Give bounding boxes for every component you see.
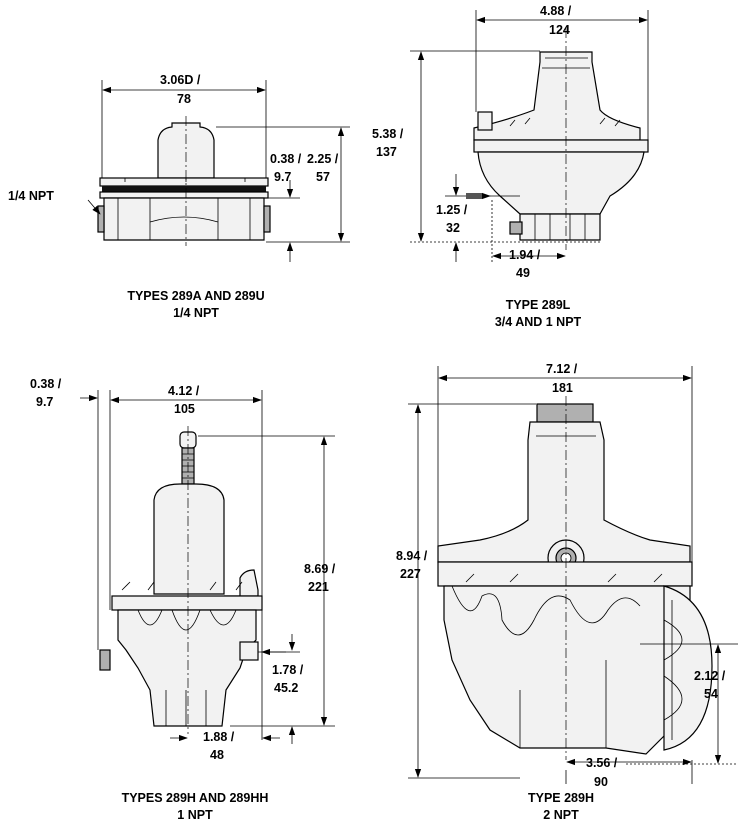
caption-289hh: TYPES 289H AND 289HH: [122, 791, 269, 805]
dim-base-289h-2npt-metric: 90: [594, 775, 608, 789]
dim-width-289h-2npt-metric: 181: [552, 381, 573, 395]
dim-base-289hh: 1.88 /: [203, 730, 235, 744]
port-label-289a: 1/4 NPT: [8, 189, 54, 203]
dim-inlet-289hh-metric: 45.2: [274, 681, 298, 695]
dim-inlet-289h-2npt: 2.12 /: [694, 669, 726, 683]
dim-width-289hh-metric: 105: [174, 402, 195, 416]
dim-offset-289a-metric: 9.7: [274, 170, 291, 184]
dim-base-289hh-metric: 48: [210, 748, 224, 762]
dim-width-289a-metric: 78: [177, 92, 191, 106]
dim-offset-289a: 0.38 /: [270, 152, 302, 166]
view-289h-2npt: 7.12 / 181 8.94 / 227 2.12 / 54 3.56 / 9…: [396, 362, 738, 822]
caption-289a-size: 1/4 NPT: [173, 306, 219, 320]
caption-289h-2npt-size: 2 NPT: [543, 808, 579, 822]
dim-inlet-289h-2npt-metric: 54: [704, 687, 718, 701]
dim-height-289hh: 8.69 /: [304, 562, 336, 576]
view-289l: 4.88 / 124 5.38 / 137 1.25 / 32 1.94 / 4…: [372, 4, 649, 329]
dim-base-289l: 1.94 /: [509, 248, 541, 262]
dim-height-289h-2npt: 8.94 /: [396, 549, 428, 563]
dimension-lines-289hh: [80, 390, 335, 744]
regulator-289h-2npt-drawing: [437, 396, 713, 760]
dim-height-289l: 5.38 /: [372, 127, 404, 141]
dim-height-289a: 2.25 /: [307, 152, 339, 166]
dim-inlet-289l: 1.25 /: [436, 203, 468, 217]
dim-height-289a-metric: 57: [316, 170, 330, 184]
view-289hh: 0.38 / 9.7 4.12 / 105 8.69 / 221 1.78 / …: [30, 377, 336, 822]
dim-width-289hh: 4.12 /: [168, 384, 200, 398]
dim-width-289l-metric: 124: [549, 23, 570, 37]
dim-offset-289hh-metric: 9.7: [36, 395, 53, 409]
dimension-lines-289a: [87, 80, 350, 262]
regulator-289l-drawing: [473, 28, 649, 250]
caption-289a: TYPES 289A AND 289U: [127, 289, 264, 303]
dim-base-289h-2npt: 3.56 /: [586, 756, 618, 770]
caption-289l-size: 3/4 AND 1 NPT: [495, 315, 582, 329]
caption-289h-2npt: TYPE 289H: [528, 791, 594, 805]
dim-width-289h-2npt: 7.12 /: [546, 362, 578, 376]
caption-289l: TYPE 289L: [506, 298, 571, 312]
dimension-lines-289l: [410, 10, 649, 262]
regulator-289a-drawing: [97, 116, 271, 246]
dim-inlet-289hh: 1.78 /: [272, 663, 304, 677]
caption-289hh-size: 1 NPT: [177, 808, 213, 822]
dim-height-289l-metric: 137: [376, 145, 397, 159]
dim-height-289h-2npt-metric: 227: [400, 567, 421, 581]
dim-base-289l-metric: 49: [516, 266, 530, 280]
dim-width-289a: 3.06D /: [160, 73, 201, 87]
dim-width-289l: 4.88 /: [540, 4, 572, 18]
view-289a: 3.06D / 78 0.38 / 9.7 2.25 / 57 1/4 NPT …: [8, 73, 350, 320]
dim-height-289hh-metric: 221: [308, 580, 329, 594]
regulator-289hh-drawing: [99, 426, 263, 734]
dim-inlet-289l-metric: 32: [446, 221, 460, 235]
dim-offset-289hh: 0.38 /: [30, 377, 62, 391]
dimension-lines-289h-2npt: [408, 366, 738, 784]
